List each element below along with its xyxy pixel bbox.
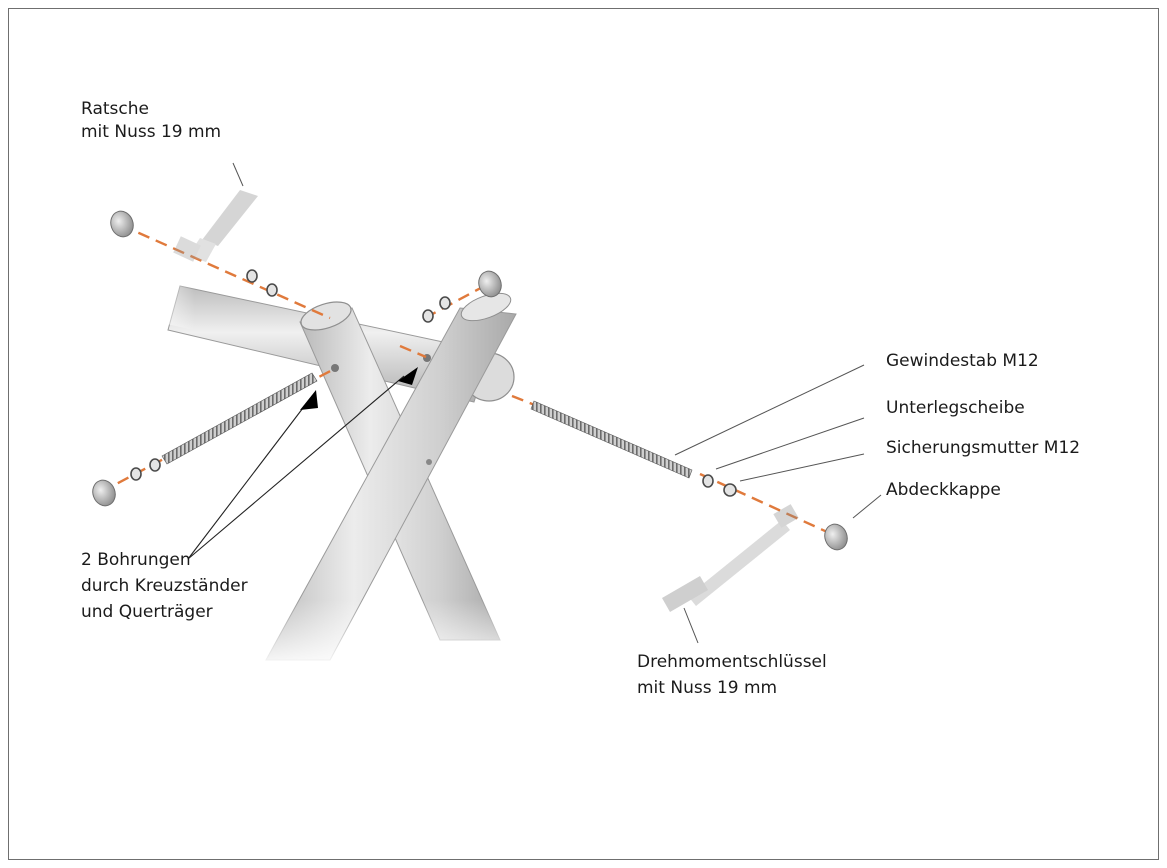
ratchet-tool: [173, 190, 258, 262]
label-cover-cap: Abdeckkappe: [886, 480, 1001, 500]
arrow-head-1: [300, 390, 318, 410]
bore-hole-2: [331, 364, 339, 372]
threaded-rod-right: [530, 400, 693, 479]
lock-nut-right: [723, 483, 737, 497]
label-torque-wrench: Drehmomentschlüssel mit Nuss 19 mm: [637, 652, 827, 698]
label-holes: 2 Bohrungen durch Kreuzständer und Quert…: [81, 550, 248, 622]
label-lock-nut: Sicherungsmutter M12: [886, 438, 1081, 458]
diagram-frame: [8, 8, 1159, 860]
leg-top-opening: [460, 292, 512, 322]
washer-right: [702, 474, 714, 488]
label-washer: Unterlegscheibe: [886, 398, 1025, 418]
torque-wrench-tool: [662, 504, 799, 612]
label-leader-lines: [232, 162, 882, 644]
leg-opening-left: [300, 301, 352, 331]
bore-hole-3: [426, 459, 432, 465]
hole-leader-lines: [187, 375, 405, 560]
cover-caps: [92, 210, 848, 551]
threaded-rod-left: [161, 372, 318, 465]
arrow-head-2: [398, 367, 418, 385]
washers-and-nuts: [130, 269, 737, 497]
label-threaded-rod: Gewindestab M12: [886, 351, 1039, 371]
label-ratchet: Ratsche mit Nuss 19 mm: [81, 99, 222, 142]
cross-stand-leg-left: [265, 292, 517, 661]
cover-cap-right: [824, 523, 848, 551]
